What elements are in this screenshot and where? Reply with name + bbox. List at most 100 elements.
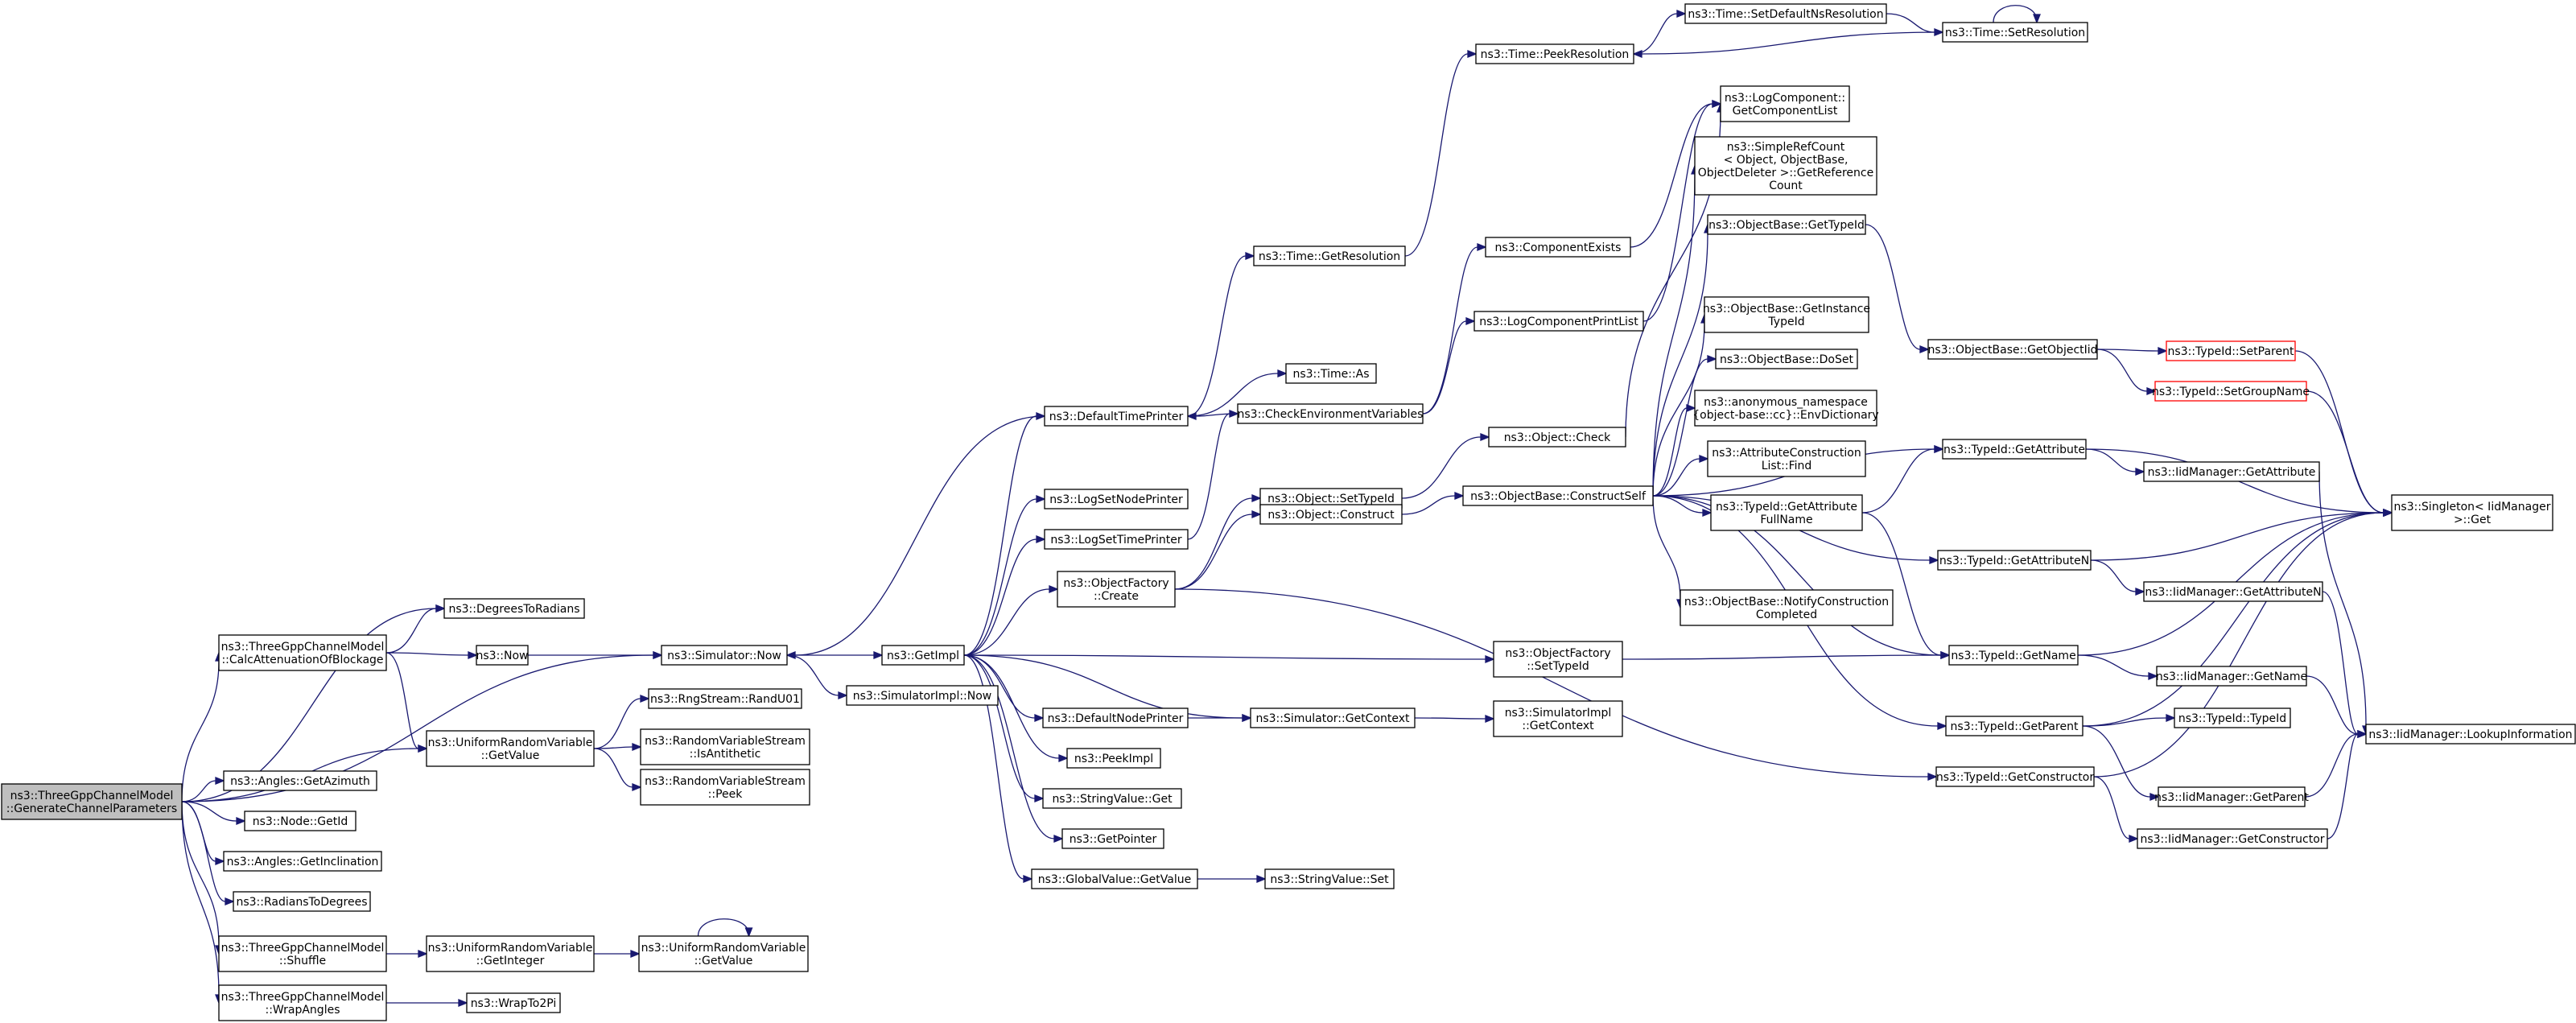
node-timeSetRes[interactable]: ns3::Time::SetResolution xyxy=(1942,22,2088,43)
node-shuffle[interactable]: ns3::ThreeGppChannelModel::Shuffle xyxy=(218,935,387,972)
node-typeIdSetParent[interactable]: ns3::TypeId::SetParent xyxy=(2166,340,2296,361)
node-label: ns3::TypeId::GetName xyxy=(1951,650,2075,662)
edge-calcAtt-to-urvGetValue xyxy=(385,652,428,753)
node-logSetTimePrinter[interactable]: ns3::LogSetTimePrinter xyxy=(1044,529,1189,550)
node-defNodePrinter[interactable]: ns3::DefaultNodePrinter xyxy=(1042,707,1189,728)
node-iidGetName[interactable]: ns3::IidManager::GetName xyxy=(2156,666,2307,687)
node-label: ns3::IidManager::GetParent xyxy=(2154,791,2309,804)
node-typeIdGetName[interactable]: ns3::TypeId::GetName xyxy=(1948,645,2079,666)
node-iidLookup[interactable]: ns3::IidManager::LookupInformation xyxy=(2365,724,2576,745)
node-randU01[interactable]: ns3::RngStream::RandU01 xyxy=(648,688,802,709)
node-simpleRefCount[interactable]: ns3::SimpleRefCount< Object, ObjectBase,… xyxy=(1694,136,1877,196)
edge-urvGetValue-to-peek xyxy=(593,748,642,791)
node-box xyxy=(1942,22,2088,43)
edge-objFactoryCreate-to-typeIdGetConstructor xyxy=(1174,588,1938,781)
node-defTimePrinter[interactable]: ns3::DefaultTimePrinter xyxy=(1044,406,1189,427)
node-typeIdGetAttr[interactable]: ns3::TypeId::GetAttribute xyxy=(1942,439,2087,460)
node-label: ns3::ObjectFactory xyxy=(1063,577,1168,590)
node-typeIdSetGroupName[interactable]: ns3::TypeId::SetGroupName xyxy=(2152,381,2310,402)
node-nodeGetId[interactable]: ns3::Node::GetId xyxy=(244,811,357,831)
node-logCompGetList[interactable]: ns3::LogComponent::GetComponentList xyxy=(1720,85,1850,122)
node-label: ns3::ThreeGppChannelModel xyxy=(221,641,385,654)
node-wrapAngles[interactable]: ns3::ThreeGppChannelModel::WrapAngles xyxy=(218,984,387,1021)
node-urvGetValue[interactable]: ns3::UniformRandomVariable::GetValue xyxy=(426,730,595,767)
node-anglesAz[interactable]: ns3::Angles::GetAzimuth xyxy=(223,770,377,791)
node-label: ns3::LogComponentPrintList xyxy=(1479,316,1638,328)
node-objConstruct[interactable]: ns3::Object::Construct xyxy=(1259,504,1403,525)
edge-iidGetAttributeN-to-iidLookup xyxy=(2322,591,2368,738)
node-label: ns3::SimulatorImpl::Now xyxy=(853,690,992,703)
node-isAnti[interactable]: ns3::RandomVariableStream::IsAntithetic xyxy=(640,728,810,765)
node-box xyxy=(1475,43,1634,64)
node-timeSetDefNs[interactable]: ns3::Time::SetDefaultNsResolution xyxy=(1684,3,1887,24)
node-compExists[interactable]: ns3::ComponentExists xyxy=(1485,237,1631,258)
node-getPointer[interactable]: ns3::GetPointer xyxy=(1061,828,1164,849)
node-getInteger[interactable]: ns3::UniformRandomVariable::GetInteger xyxy=(426,935,595,972)
node-objBaseDoSet[interactable]: ns3::ObjectBase::DoSet xyxy=(1715,349,1858,369)
node-box xyxy=(648,688,802,709)
edge-globalValueGet-to-stringValueSet xyxy=(1197,875,1267,883)
node-peekImpl[interactable]: ns3::PeekImpl xyxy=(1066,748,1161,769)
node-objBaseNotify[interactable]: ns3::ObjectBase::NotifyConstructionCompl… xyxy=(1680,589,1894,626)
node-objBaseConstructSelf[interactable]: ns3::ObjectBase::ConstructSelf xyxy=(1462,485,1654,506)
node-getImpl[interactable]: ns3::GetImpl xyxy=(881,645,965,666)
node-logSetNodePrinter[interactable]: ns3::LogSetNodePrinter xyxy=(1044,489,1189,509)
node-iidGetAttribute[interactable]: ns3::IidManager::GetAttribute xyxy=(2143,461,2320,482)
node-box xyxy=(1704,296,1869,333)
node-objFactoryCreate[interactable]: ns3::ObjectFactory::Create xyxy=(1057,571,1176,608)
node-logCompPrintList[interactable]: ns3::LogComponentPrintList xyxy=(1473,311,1644,332)
node-checkEnv[interactable]: ns3::CheckEnvironmentVariables xyxy=(1237,403,1424,424)
node-anglesInc[interactable]: ns3::Angles::GetInclination xyxy=(223,851,382,872)
node-typeIdTypeId[interactable]: ns3::TypeId::TypeId xyxy=(2174,707,2291,728)
node-iidGetAttributeN[interactable]: ns3::IidManager::GetAttributeN xyxy=(2143,581,2323,602)
node-objCheck[interactable]: ns3::Object::Check xyxy=(1488,427,1626,448)
edge-typeIdSetGroupName-to-singletonGet xyxy=(2306,390,2393,517)
node-deg2rad[interactable]: ns3::DegreesToRadians xyxy=(443,598,585,619)
node-peek[interactable]: ns3::RandomVariableStream::Peek xyxy=(640,769,810,806)
node-calcAtt[interactable]: ns3::ThreeGppChannelModel::CalcAttenuati… xyxy=(218,634,387,671)
node-timeGetRes[interactable]: ns3::Time::GetResolution xyxy=(1253,245,1406,266)
node-simNow[interactable]: ns3::Simulator::Now xyxy=(661,645,788,666)
node-simImplGetContext[interactable]: ns3::SimulatorImpl::GetContext xyxy=(1493,700,1623,737)
node-box xyxy=(2391,494,2553,531)
node-envDictionary[interactable]: ns3::anonymous_namespace{object-base::cc… xyxy=(1692,390,1879,427)
node-box xyxy=(443,598,585,619)
node-typeIdGetAttrN[interactable]: ns3::TypeId::GetAttributeN xyxy=(1937,550,2092,571)
node-objBaseGetObjIid[interactable]: ns3::ObjectBase::GetObjectIid xyxy=(1927,339,2098,360)
node-label: ns3::anonymous_namespace xyxy=(1704,396,1868,409)
node-objBaseGetTypeId[interactable]: ns3::ObjectBase::GetTypeId xyxy=(1707,214,1866,235)
node-box xyxy=(1948,645,2079,666)
node-stringValueGet[interactable]: ns3::StringValue::Get xyxy=(1042,788,1182,809)
node-stringValueSet[interactable]: ns3::StringValue::Set xyxy=(1264,868,1395,889)
node-typeIdGetParent[interactable]: ns3::TypeId::GetParent xyxy=(1945,716,2083,736)
node-label: ns3::TypeId::TypeId xyxy=(2178,712,2286,725)
node-typeIdGetConstructor[interactable]: ns3::TypeId::GetConstructor xyxy=(1935,766,2095,787)
node-label: ns3::TypeId::GetAttributeN xyxy=(1939,555,2089,567)
node-iidGetParent[interactable]: ns3::IidManager::GetParent xyxy=(2154,786,2309,807)
node-label: ns3::SimpleRefCount xyxy=(1727,141,1845,154)
node-wrapTo2Pi[interactable]: ns3::WrapTo2Pi xyxy=(466,992,561,1013)
node-rad2deg[interactable]: ns3::RadiansToDegrees xyxy=(233,891,371,912)
node-root[interactable]: ns3::ThreeGppChannelModel::GenerateChann… xyxy=(1,783,183,820)
node-label: ns3::Singleton< IidManager xyxy=(2394,501,2551,514)
node-simImplNow[interactable]: ns3::SimulatorImpl::Now xyxy=(846,685,999,706)
node-now[interactable]: ns3::Now xyxy=(476,645,529,666)
node-box xyxy=(1264,868,1395,889)
node-label: ns3::Time::SetResolution xyxy=(1945,27,2085,39)
node-objFactorySetTypeId[interactable]: ns3::ObjectFactory::SetTypeId xyxy=(1493,641,1623,678)
node-singletonGet[interactable]: ns3::Singleton< IidManager>::Get xyxy=(2391,494,2553,531)
node-label: ns3::LogComponent:: xyxy=(1725,92,1845,105)
node-urvGetValue2[interactable]: ns3::UniformRandomVariable::GetValue xyxy=(638,935,809,972)
node-globalValueGet[interactable]: ns3::GlobalValue::GetValue xyxy=(1031,868,1198,889)
node-iidGetConstructor[interactable]: ns3::IidManager::GetConstructor xyxy=(2137,828,2328,849)
edge-getImpl-to-logSetNodePrinter xyxy=(963,495,1046,656)
node-timePeekRes[interactable]: ns3::Time::PeekResolution xyxy=(1475,43,1634,64)
node-simGetContext[interactable]: ns3::Simulator::GetContext xyxy=(1250,707,1416,728)
node-timeAs[interactable]: ns3::Time::As xyxy=(1285,363,1377,384)
nodes-layer: ns3::ThreeGppChannelModel::GenerateChann… xyxy=(1,3,2576,1021)
node-label: ns3::GetPointer xyxy=(1070,833,1157,846)
